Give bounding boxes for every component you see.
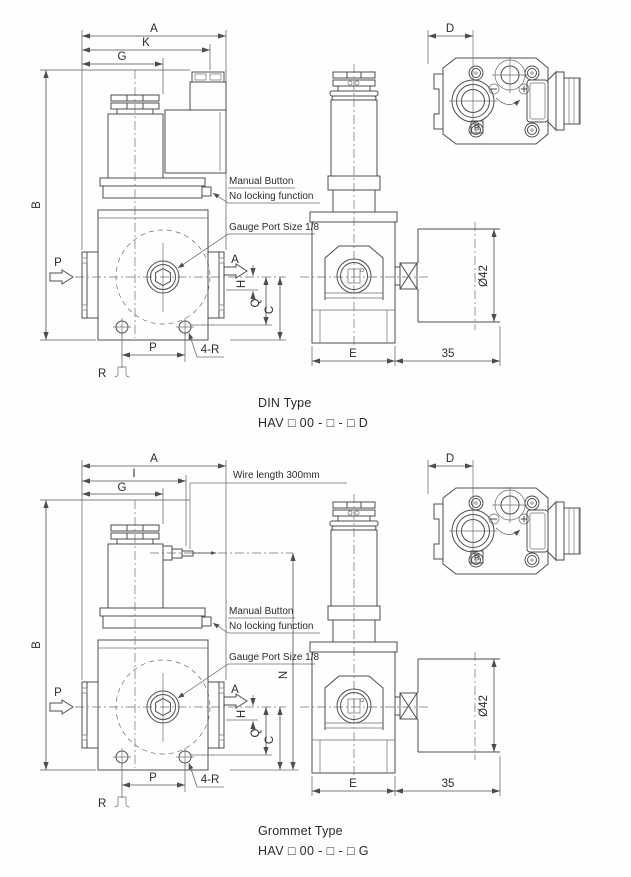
dim-label-h: H	[236, 710, 248, 718]
dim-label-gauge-dia: Ø42	[478, 265, 490, 287]
model-code: HAV □ 00 - □ - □ G	[258, 844, 369, 858]
port-label-p: P	[54, 257, 62, 269]
dim-label-b: B	[31, 201, 43, 209]
label-4r: 4-R	[201, 344, 220, 356]
dim-label-d: D	[446, 453, 454, 465]
dim-label-q: Q	[250, 298, 262, 307]
label-r: R	[98, 368, 106, 380]
dim-label-i: I	[132, 468, 135, 480]
figure-din-type: A K G B P A H Q C P 4-R R E 35 Ø42 D R M…	[31, 23, 580, 430]
note-wire-length: Wire length 300mm	[233, 470, 320, 481]
din-connector	[82, 44, 227, 174]
r-mark: R	[474, 552, 480, 562]
dim-label-gauge-dia: Ø42	[478, 695, 490, 717]
dim-label-e: E	[349, 348, 357, 360]
label-r: R	[98, 798, 106, 810]
note-gauge-port: Gauge Port Size 1/8	[229, 652, 319, 663]
dim-label-p-bottom: P	[149, 342, 157, 354]
note-no-locking: No locking function	[229, 191, 314, 202]
port-label-p: P	[54, 687, 62, 699]
dim-label-a: A	[150, 453, 158, 465]
dim-label-35: 35	[442, 778, 455, 790]
r-mark: R	[474, 122, 480, 132]
figure-caption: DIN Type	[258, 396, 311, 410]
dim-label-n: N	[278, 671, 290, 679]
dim-label-g: G	[118, 482, 127, 494]
figure-grommet-type: A I G B N Wire length 300mm P A H Q C P …	[31, 453, 580, 858]
port-label-a: A	[231, 254, 239, 266]
dim-label-k: K	[142, 37, 150, 49]
dim-label-35: 35	[442, 348, 455, 360]
dim-label-q: Q	[250, 728, 262, 737]
dim-label-h: H	[236, 280, 248, 288]
dim-label-a: A	[150, 23, 158, 35]
note-gauge-port: Gauge Port Size 1/8	[229, 222, 319, 233]
dim-label-c: C	[264, 736, 276, 744]
note-no-locking: No locking function	[229, 621, 314, 632]
dim-label-b: B	[31, 641, 43, 649]
grommet-wire	[82, 475, 347, 771]
dim-label-e: E	[349, 778, 357, 790]
port-label-a: A	[231, 684, 239, 696]
dim-label-d: D	[446, 23, 454, 35]
model-code: HAV □ 00 - □ - □ D	[258, 416, 368, 430]
note-manual-button: Manual Button	[229, 606, 294, 617]
note-manual-button: Manual Button	[229, 176, 294, 187]
dim-label-p-bottom: P	[149, 772, 157, 784]
dim-label-g: G	[118, 51, 127, 63]
dim-label-c: C	[264, 306, 276, 314]
label-4r: 4-R	[201, 774, 220, 786]
figure-caption: Grommet Type	[258, 824, 343, 838]
